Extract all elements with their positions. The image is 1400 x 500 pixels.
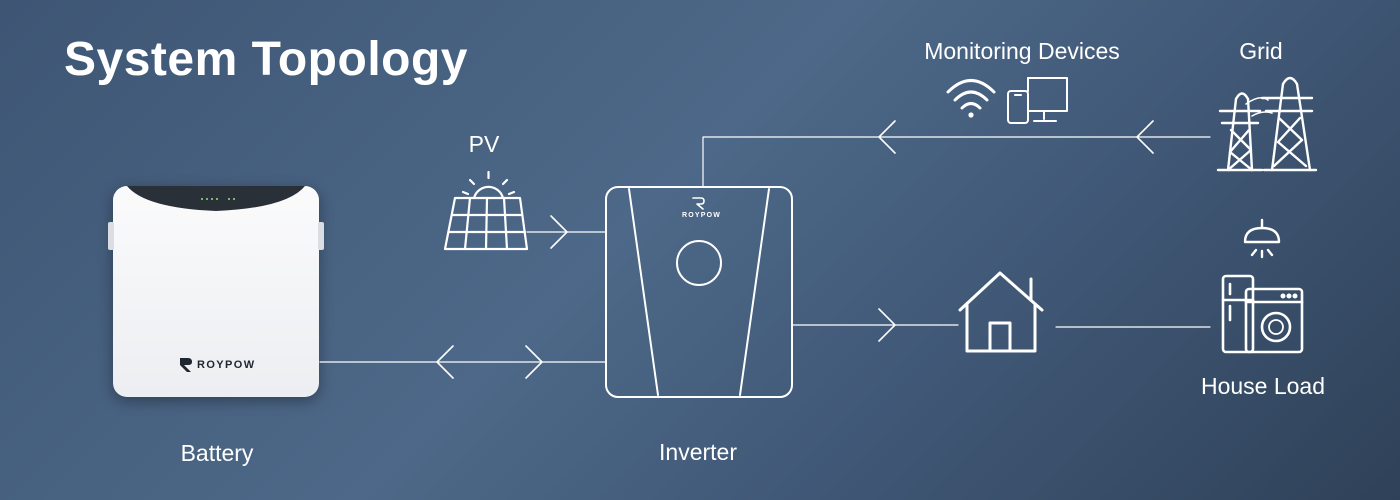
battery-status-leds <box>201 198 235 200</box>
washing-machine-icon <box>1244 287 1304 354</box>
battery-handle-right <box>318 222 324 250</box>
battery-unit: ROYPOW <box>108 186 324 397</box>
battery-brand-logo: ROYPOW <box>179 357 256 373</box>
solar-panel-icon <box>443 170 529 251</box>
phone-icon <box>1007 90 1029 124</box>
brand-mark-icon <box>180 358 192 372</box>
house-icon <box>958 271 1044 353</box>
pv-label: PV <box>468 131 500 157</box>
battery-label: Battery <box>180 440 254 466</box>
inverter-brand-mark-icon <box>692 197 705 210</box>
house-load-label: House Load <box>1200 373 1326 399</box>
wifi-dot <box>968 112 974 118</box>
grid-inverter-link <box>702 120 1211 187</box>
inverter-brand-text: ROYPOW <box>682 212 722 219</box>
page-title: System Topology <box>64 33 468 86</box>
grid-label: Grid <box>1239 38 1283 64</box>
monitoring-devices-label: Monitoring Devices <box>924 38 1120 64</box>
inverter-house-link <box>791 308 959 342</box>
pv-inverter-link <box>526 215 606 249</box>
battery-brand-text: ROYPOW <box>197 359 256 371</box>
refrigerator-icon <box>1221 274 1255 354</box>
battery-handle-left <box>108 222 114 250</box>
ceiling-lamp-icon <box>1243 218 1281 259</box>
transmission-tower-icon <box>1216 76 1318 172</box>
inverter-label: Inverter <box>659 439 737 465</box>
monitor-icon <box>1027 77 1068 122</box>
inverter-unit <box>605 186 793 398</box>
wifi-icon <box>946 79 996 110</box>
battery-inverter-link <box>319 345 606 379</box>
